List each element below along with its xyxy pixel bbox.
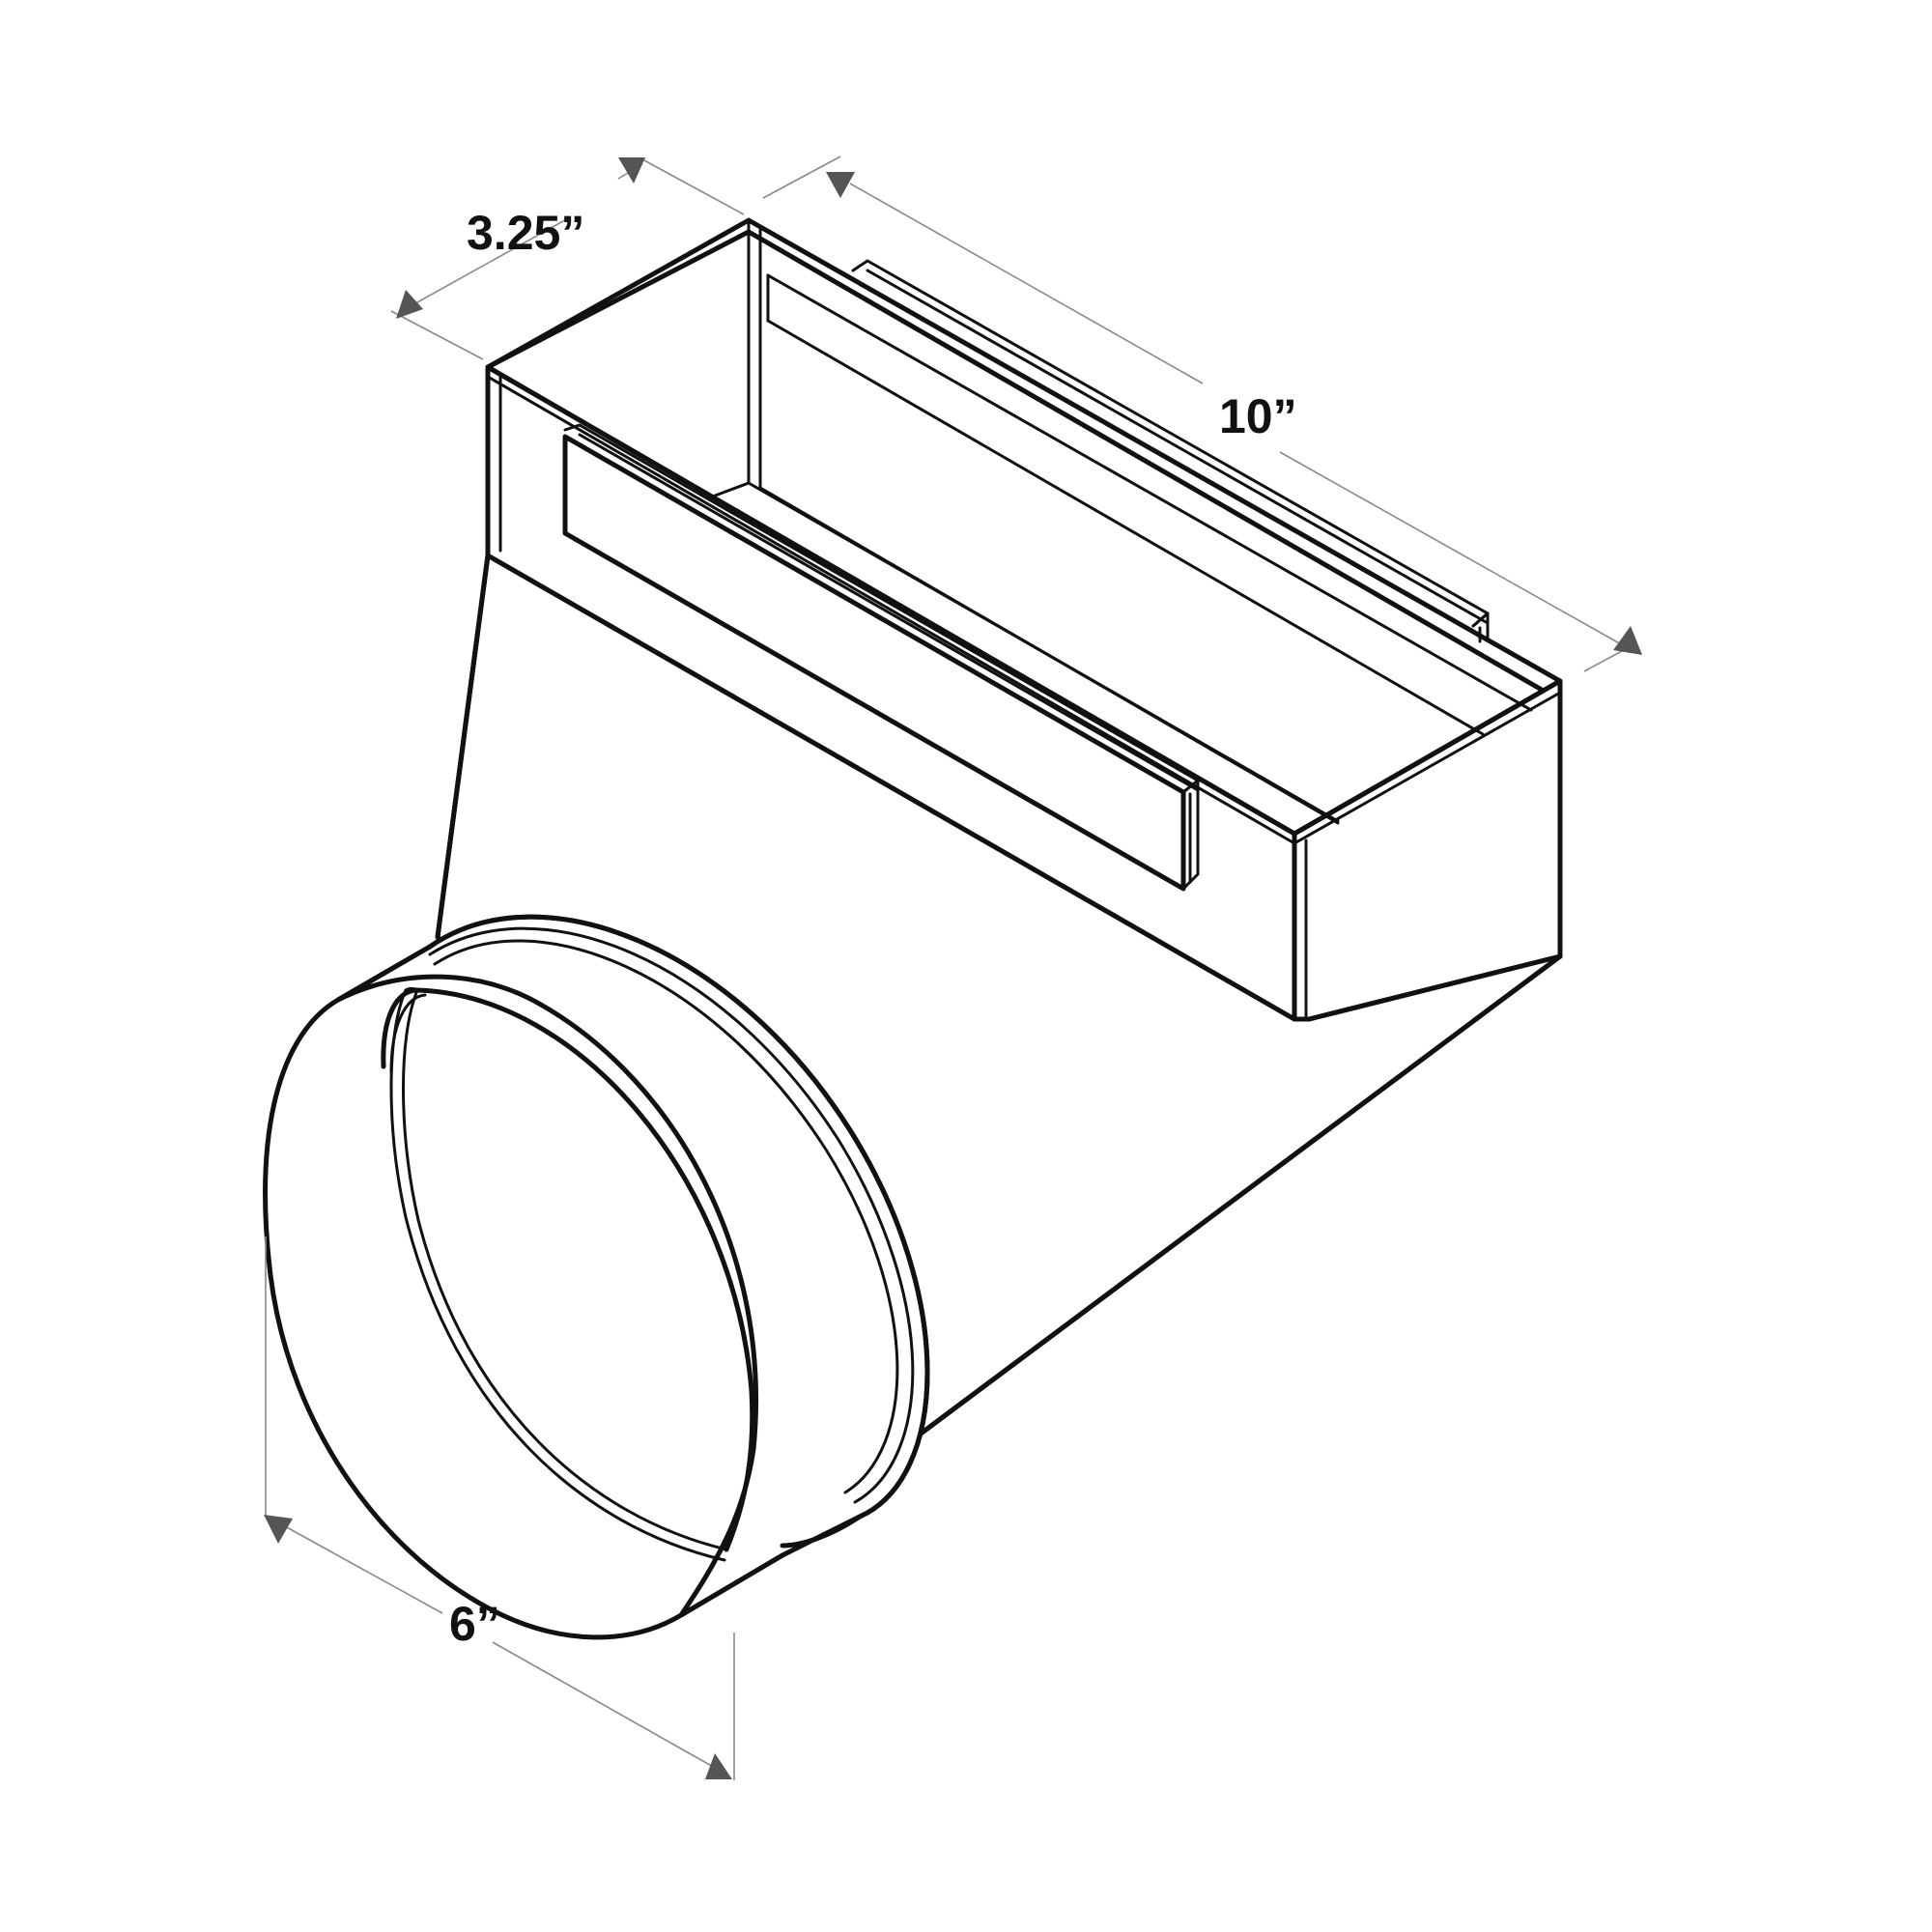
back-tab: [851, 259, 1490, 643]
diameter-label: 6”: [449, 1597, 500, 1651]
round-collar: [263, 914, 930, 1640]
front-tab: [562, 423, 1200, 892]
arrowhead-diameter-end: [705, 1753, 732, 1779]
arrowhead-depth-start: [396, 290, 423, 319]
dimension-depth: 3.25”: [390, 157, 745, 360]
length-label: 10”: [1219, 389, 1297, 443]
arrowhead-length-end: [1613, 626, 1642, 655]
depth-label: 3.25”: [467, 206, 584, 260]
dimension-diameter: 6”: [264, 1236, 735, 1780]
arrowhead-length-start: [826, 172, 855, 198]
arrowhead-diameter-start: [264, 1515, 293, 1544]
arrowhead-depth-end: [618, 157, 645, 184]
dimension-length: 10”: [762, 156, 1642, 672]
